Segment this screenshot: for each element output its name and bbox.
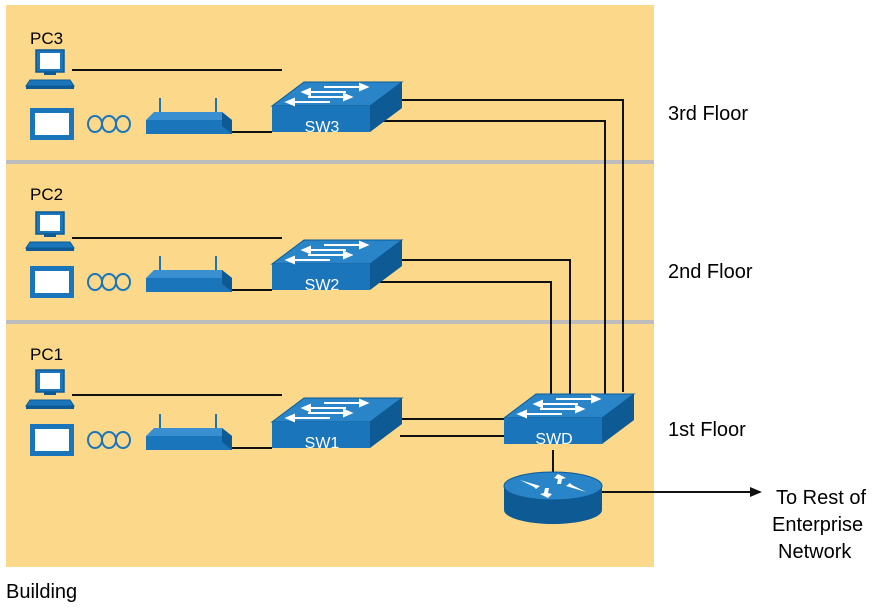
link-sw2-swd-b [380,281,552,400]
link-sw2-swd-a [400,259,571,400]
pc3-label: PC3 [30,29,63,48]
sw2-label: SW2 [305,277,340,294]
floor3-tablet-icon[interactable] [30,108,74,140]
floor1-tablet-icon[interactable] [30,424,74,456]
router-icon[interactable] [503,471,603,524]
exit-text-line3: Network [778,541,852,563]
floor-divider-lower [6,320,654,324]
swd-label: SWD [535,431,572,448]
pc2-label: PC2 [30,185,63,204]
link-sw3-swd-b [380,120,606,396]
link-sw3-swd-a [400,99,624,392]
floor1-label: 1st Floor [668,419,746,441]
pc1-label: PC1 [30,345,63,364]
floor2-tablet-icon[interactable] [30,266,74,298]
exit-text-line1: To Rest of [776,487,866,509]
sw3-label: SW3 [305,119,340,136]
floor-divider-upper [6,160,654,164]
exit-text-line2: Enterprise [772,514,863,536]
floor3-label: 3rd Floor [668,103,748,125]
sw1-label: SW1 [305,435,340,452]
floor2-label: 2nd Floor [668,261,753,283]
building-label: Building [6,581,77,603]
links [72,69,762,497]
